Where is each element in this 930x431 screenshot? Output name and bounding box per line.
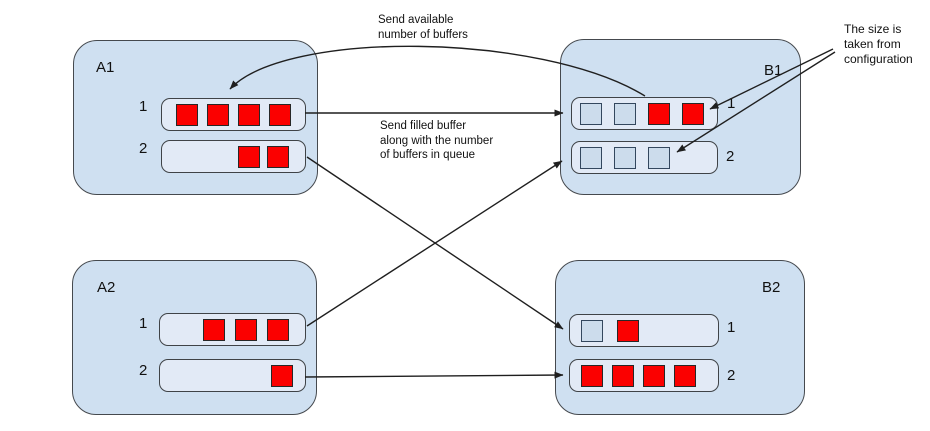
node-a1: A1 1 2 [73,40,318,195]
node-a1-queue1 [161,98,306,131]
buffer-slot-filled [674,364,696,387]
annotation-line: The size is [844,22,902,36]
annotation-line: Send filled buffer [380,120,467,132]
node-a1-queue2-label: 2 [139,140,148,157]
node-b2-label: B2 [762,279,781,296]
node-b1: B1 1 2 [560,39,801,195]
buffer-slot-filled [271,364,293,387]
node-b1-label: B1 [764,62,783,79]
node-b2-queue1 [569,314,719,347]
annotation-line: of buffers in queue [380,149,476,161]
node-a2-label: A2 [97,279,116,296]
annotation-line: configuration [844,52,913,66]
node-a2: A2 1 2 [72,260,317,415]
annotation-line: Send available [378,14,454,26]
buffer-slot-filled [617,319,639,342]
buffer-slot-empty [614,102,636,125]
node-a1-queue2 [161,140,306,173]
node-b1-queue1 [571,97,718,130]
buffer-slot-filled [203,318,225,341]
node-b1-queue2 [571,141,718,174]
buffer-slot-filled [581,364,603,387]
node-a1-label: A1 [96,59,115,76]
arrow-a2q1-to-b1q2 [306,160,563,327]
arrow-a2q2-to-b2q2 [304,371,564,379]
buffer-slot-filled [267,318,289,341]
node-a2-queue2 [159,359,306,392]
annotation-send-available: Send available number of buffers [378,13,468,42]
buffer-slot-filled [612,364,634,387]
buffer-slot-filled [648,102,670,125]
buffer-slot-filled [235,318,257,341]
annotation-size-config: The size is taken from configuration [844,22,913,67]
annotation-line: along with the number [380,134,494,147]
buffer-slot-filled [238,103,260,126]
node-b2-queue1-label: 1 [727,319,736,336]
node-b1-queue2-label: 2 [726,148,735,165]
buffer-slot-empty [614,146,636,169]
buffer-slot-filled [269,103,291,126]
buffer-slot-empty [580,102,602,125]
node-a2-queue2-label: 2 [139,362,148,379]
buffer-slot-filled [682,102,704,125]
buffer-slot-filled [643,364,665,387]
node-a2-queue1 [159,313,306,346]
buffer-slot-filled [238,145,260,168]
annotation-line: number of buffers [378,28,468,41]
node-a2-queue1-label: 1 [139,315,148,332]
node-b2-queue2 [569,359,719,392]
buffer-slot-filled [207,103,229,126]
node-b2-queue2-label: 2 [727,367,736,384]
buffer-slot-empty [648,146,670,169]
buffer-slot-filled [267,145,289,168]
node-b1-queue1-label: 1 [727,95,736,112]
node-b2: B2 1 2 [555,260,805,415]
annotation-line: taken from [844,37,901,51]
node-a1-queue1-label: 1 [139,98,148,115]
buffer-slot-empty [581,319,603,342]
buffer-slot-filled [176,103,198,126]
arrow-a1q2-to-b2q1 [306,156,564,330]
annotation-send-filled: Send filled buffer along with the number… [380,119,493,163]
buffer-slot-empty [580,146,602,169]
